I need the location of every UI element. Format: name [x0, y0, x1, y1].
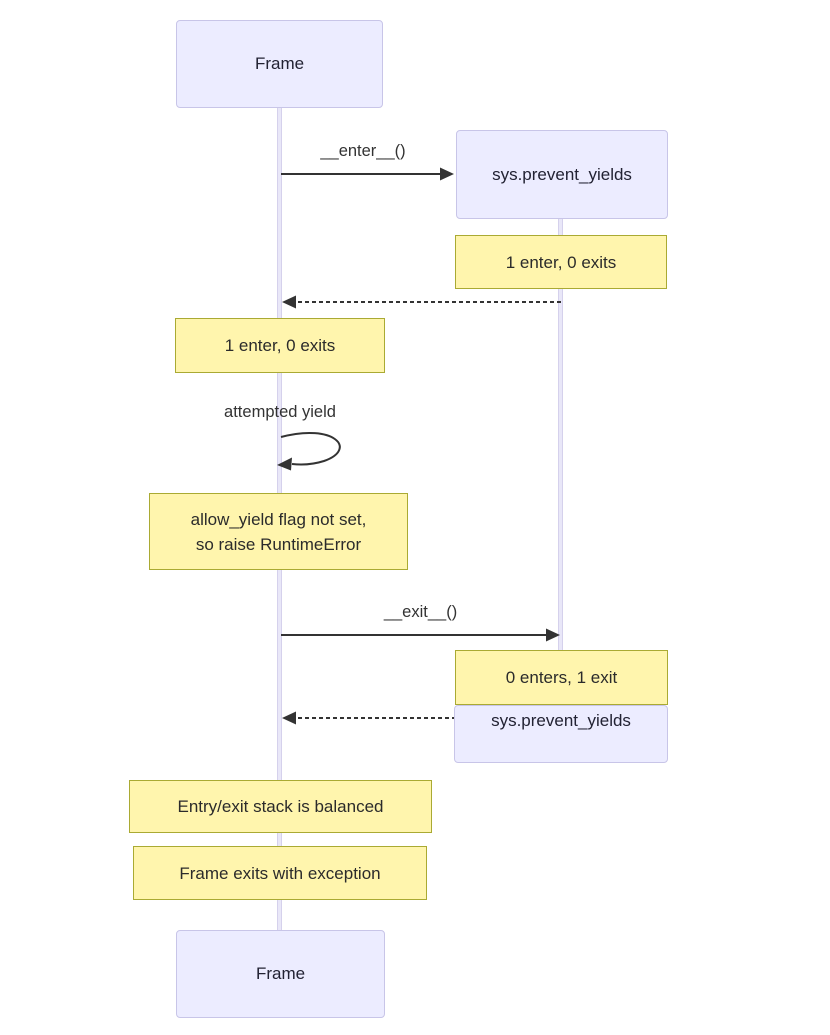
note-allow-yield-runtime-error: allow_yield flag not set, so raise Runti… — [149, 493, 408, 570]
exit-message-arrow — [281, 628, 560, 642]
actor-frame-bottom-label: Frame — [255, 964, 306, 983]
actor-frame-top: Frame — [176, 20, 383, 108]
note-frame-exits-exception-text: Frame exits with exception — [179, 863, 381, 883]
actor-sys-prevent-yields-top-label: sys.prevent_yields — [492, 164, 632, 184]
note-allow-yield-line1: allow_yield flag not set, — [190, 509, 367, 529]
note-stack-balanced-text: Entry/exit stack is balanced — [177, 797, 384, 816]
note-exit-count-sys-text: 0 enters, 1 exit — [505, 668, 618, 687]
note-enter-count-frame: 1 enter, 0 exits — [175, 318, 385, 373]
lifeline-sys-prevent-yields — [558, 219, 563, 705]
attempted-yield-self-loop-arrow — [277, 432, 341, 471]
enter-message-arrow — [281, 167, 454, 181]
note-allow-yield-line2: so raise RuntimeError — [195, 534, 362, 554]
actor-sys-prevent-yields-top: sys.prevent_yields — [456, 130, 668, 219]
actor-sys-prevent-yields-end-label: sys.prevent_yields — [491, 711, 631, 730]
note-enter-count-sys-text: 1 enter, 0 exits — [505, 252, 617, 272]
exit-message-label: __exit__() — [383, 603, 458, 621]
note-enter-count-frame-text: 1 enter, 0 exits — [224, 336, 336, 355]
note-frame-exits-exception: Frame exits with exception — [133, 846, 427, 900]
actor-sys-prevent-yields-end: sys.prevent_yields — [454, 705, 668, 763]
enter-return-arrow — [282, 295, 561, 309]
enter-message-label: __enter__() — [320, 142, 406, 160]
actor-frame-top-label: Frame — [254, 54, 305, 73]
note-exit-count-sys: 0 enters, 1 exit — [455, 650, 668, 705]
note-stack-balanced: Entry/exit stack is balanced — [129, 780, 432, 833]
actor-frame-bottom: Frame — [176, 930, 385, 1018]
note-enter-count-sys: 1 enter, 0 exits — [455, 235, 667, 289]
attempted-yield-label: attempted yield — [224, 403, 336, 421]
